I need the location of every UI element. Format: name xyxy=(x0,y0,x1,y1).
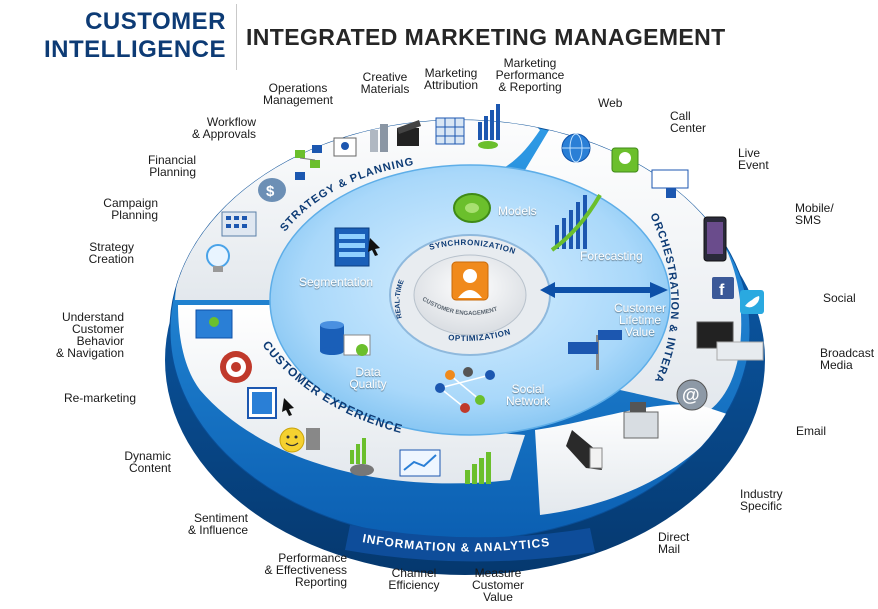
smartphone-icon xyxy=(703,216,727,262)
chess-pieces-icon xyxy=(370,124,388,152)
label-perf-effectiveness: Performance & Effectiveness Reporting xyxy=(264,551,348,589)
label-direct-mail: Direct Mail xyxy=(658,530,690,556)
database-icon xyxy=(320,321,371,356)
growth-chart-icon xyxy=(550,194,602,252)
grid-cubes-icon xyxy=(435,117,465,145)
label-industry: Industry Specific xyxy=(740,487,783,513)
mail-roll-icon xyxy=(566,430,603,470)
puzzle-board-icon xyxy=(195,309,233,339)
double-arrow-icon xyxy=(540,282,668,298)
label-segmentation: Segmentation xyxy=(299,275,374,289)
cash-register-icon xyxy=(623,402,659,439)
customer-person-icon xyxy=(451,261,489,301)
facebook-icon: f xyxy=(712,277,734,299)
label-social: Social xyxy=(823,291,856,305)
sector-experience xyxy=(178,305,525,484)
label-call-center: Call Center xyxy=(670,109,707,135)
header-divider xyxy=(236,4,237,70)
money-bag-icon: $ xyxy=(258,178,286,202)
page-title: INTEGRATED MARKETING MANAGEMENT xyxy=(246,24,726,50)
clv-signpost-icon xyxy=(568,330,622,370)
label-performance: Marketing Performance & Reporting xyxy=(495,56,565,94)
globe-icon xyxy=(561,133,591,163)
info-analytics-band xyxy=(345,525,595,562)
label-live-event: Live Event xyxy=(738,146,769,172)
social-network-icon xyxy=(435,367,495,413)
label-sentiment: Sentiment & Influence xyxy=(187,511,248,537)
label-strategy-creation: Strategy Creation xyxy=(88,240,134,266)
label-campaign-planning: Campaign Planning xyxy=(103,196,158,222)
svg-text:$: $ xyxy=(266,183,275,200)
clapperboard-icon xyxy=(397,120,421,146)
cursor-board-icon xyxy=(247,387,294,419)
label-clv: Customer Lifetime Value xyxy=(613,301,666,339)
label-remarketing: Re-marketing xyxy=(63,391,136,405)
label-data-quality: Data Quality xyxy=(349,365,387,391)
brand-line-2: INTELLIGENCE xyxy=(43,36,226,63)
segmentation-icon xyxy=(334,227,380,267)
label-channel-efficiency: Channel Efficiency xyxy=(388,566,440,592)
gear-icon xyxy=(453,193,491,223)
label-understand: Understand Customer Behavior & Navigatio… xyxy=(55,310,124,360)
label-measure-value: Measure Customer Value xyxy=(471,566,524,604)
sector-information xyxy=(535,404,730,515)
call-agent-icon xyxy=(611,147,639,173)
target-icon xyxy=(220,351,252,383)
presentation-board-icon xyxy=(333,137,357,157)
people-bars-icon xyxy=(465,452,491,484)
label-web: Web xyxy=(598,96,623,110)
label-broadcast: Broadcast Media xyxy=(820,346,875,372)
label-dynamic-content: Dynamic Content xyxy=(124,449,171,475)
bar-chart-icon xyxy=(478,104,500,149)
television-icon xyxy=(696,321,764,361)
brand-logo: CUSTOMER INTELLIGENCE xyxy=(14,8,226,64)
label-forecasting: Forecasting xyxy=(580,249,643,263)
label-workflow: Workflow & Approvals xyxy=(191,115,256,141)
label-creative: Creative Materials xyxy=(360,70,410,96)
workflow-chart-icon xyxy=(295,145,322,180)
label-social-network: Social Network xyxy=(505,382,550,408)
label-models: Models xyxy=(498,204,537,218)
label-email: Email xyxy=(796,424,827,438)
label-mobile-sms-text: Mobile/ SMS xyxy=(795,201,834,227)
smiley-icon xyxy=(279,427,320,453)
ring-realtime-label: REAL-TIME xyxy=(395,279,406,320)
twitter-icon xyxy=(740,290,764,314)
svg-text:@: @ xyxy=(682,385,700,405)
label-financial-planning: Financial Planning xyxy=(147,153,196,179)
meter-bars-icon xyxy=(350,438,374,476)
podium-screen-icon xyxy=(651,169,689,198)
label-attribution: Marketing Attribution xyxy=(423,66,479,92)
svg-text:f: f xyxy=(719,282,725,299)
lightbulb-icon xyxy=(206,244,230,272)
label-operations: Operations Management xyxy=(262,81,334,107)
calendar-grid-icon xyxy=(221,211,257,237)
brand-line-1: CUSTOMER xyxy=(85,8,226,35)
email-at-icon: @ xyxy=(676,379,708,411)
chart-board-icon xyxy=(399,449,441,477)
label-mobile-sms: Mobile/ SMS xyxy=(795,202,834,226)
